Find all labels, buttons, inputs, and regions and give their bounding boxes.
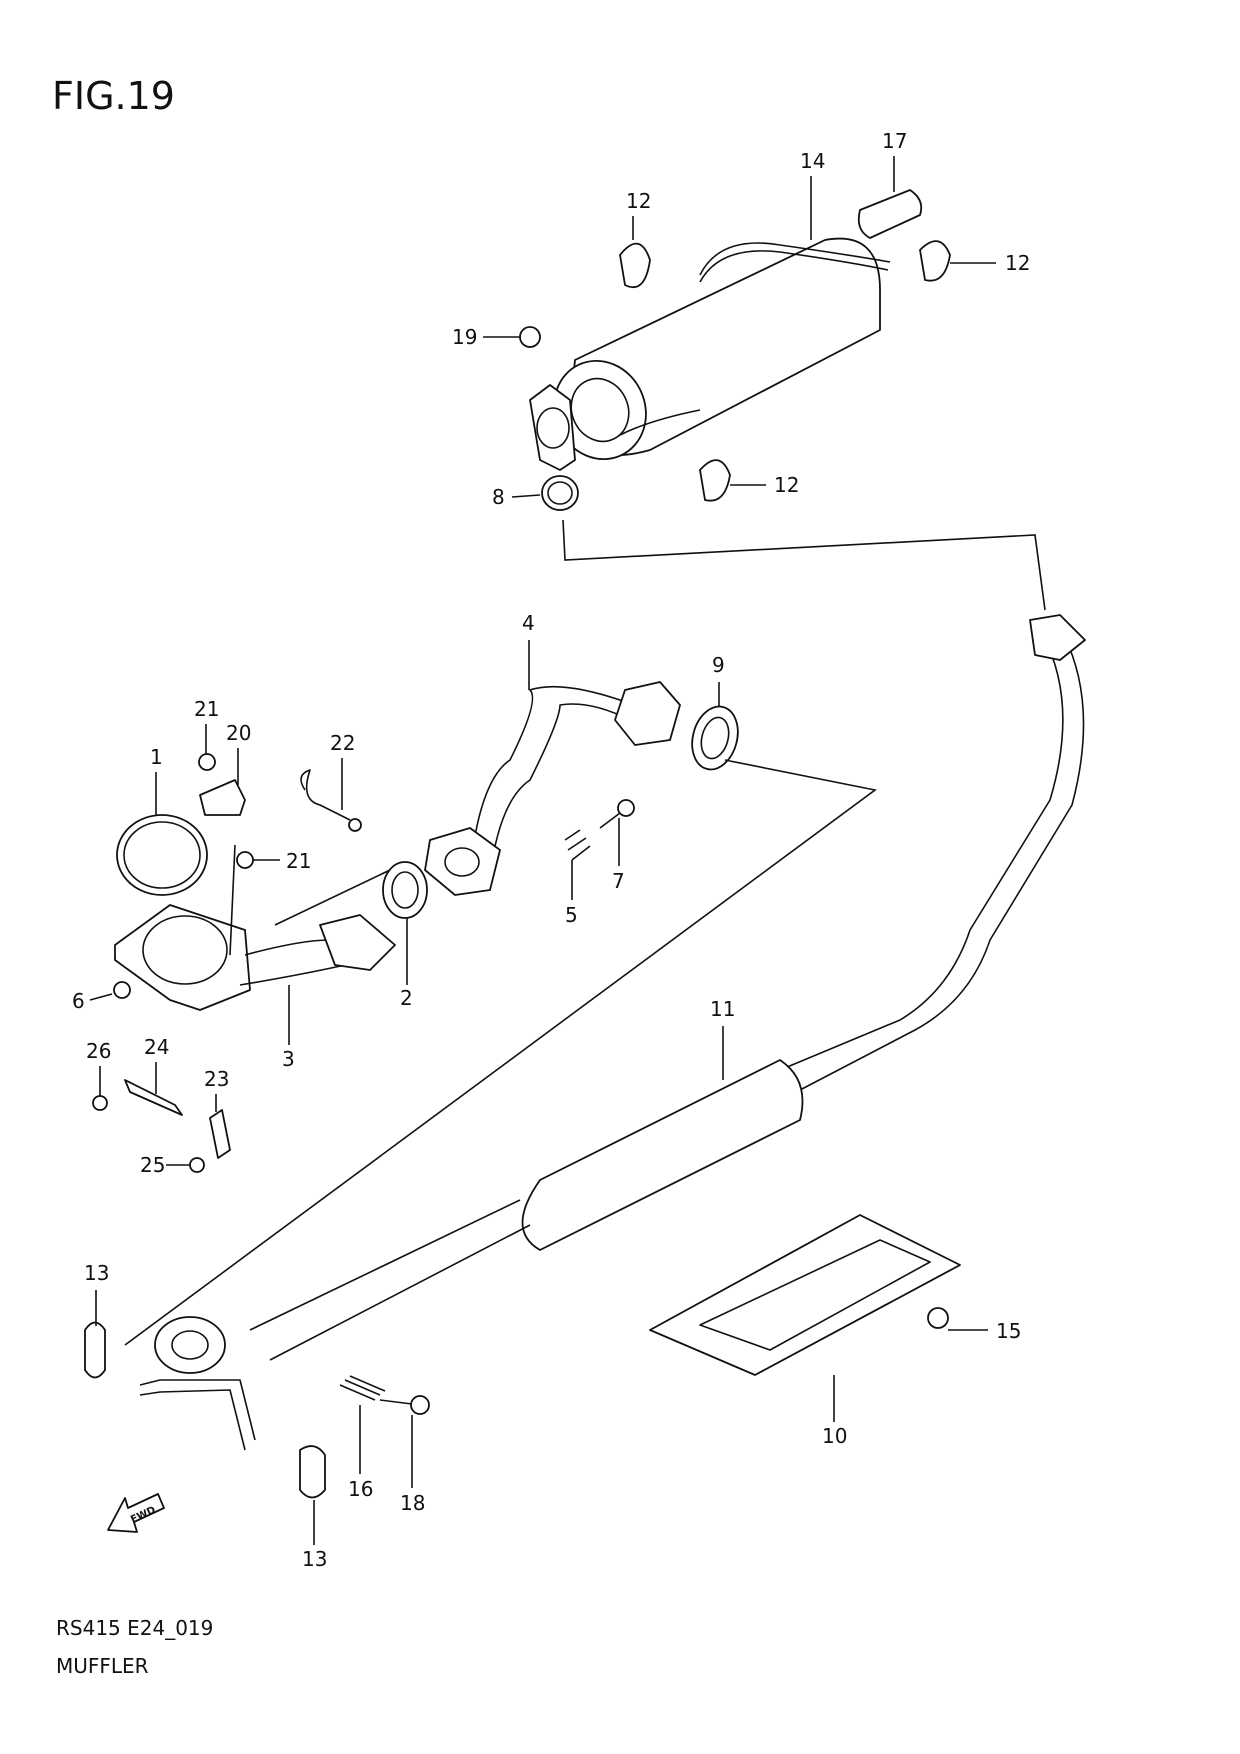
figure-code: RS415 E24_019 <box>56 1616 214 1640</box>
callout-label: 22 <box>330 731 355 755</box>
callout-12a: 12 <box>626 189 651 240</box>
callout-8: 8 <box>492 485 541 509</box>
callout-label: 21 <box>286 849 311 873</box>
callout-label: 13 <box>84 1261 109 1285</box>
callout-label: 1 <box>150 745 163 769</box>
bolt-6 <box>113 981 131 999</box>
mounting-rubber-13b <box>299 1445 326 1499</box>
callout-21a: 21 <box>194 697 219 754</box>
callout-label: 2 <box>400 986 413 1010</box>
callout-16: 16 <box>348 1405 373 1501</box>
gasket-2 <box>382 861 428 919</box>
mounting-rubber-13a <box>84 1321 106 1379</box>
callout-label: 3 <box>282 1047 295 1071</box>
callout-23: 23 <box>204 1067 229 1112</box>
center-pipe-part <box>249 614 1086 1361</box>
callout-20: 20 <box>226 721 251 785</box>
callout-label: 4 <box>522 611 535 635</box>
front-pipe-4 <box>424 681 681 896</box>
bracket-20 <box>199 779 246 816</box>
callout-25: 25 <box>140 1153 190 1177</box>
callout-1: 1 <box>150 745 163 815</box>
callout-label: 16 <box>348 1477 373 1501</box>
callout-label: 26 <box>86 1039 111 1063</box>
flange-gasket-part <box>529 384 576 471</box>
exhaust-pipe-3 <box>114 904 396 1011</box>
callout-label: 7 <box>612 869 625 893</box>
callout-label: 12 <box>774 473 799 497</box>
figure-title: FIG.19 <box>52 74 175 118</box>
leader-lines <box>124 519 1046 1346</box>
callout-label: 14 <box>800 149 825 173</box>
heat-shield-10 <box>649 1214 961 1376</box>
spring-16 <box>339 1375 386 1401</box>
callout-label: 6 <box>72 989 85 1013</box>
bolt-21a <box>198 753 216 771</box>
callout-5: 5 <box>565 860 578 927</box>
callout-17: 17 <box>882 129 907 192</box>
callout-label: 13 <box>302 1547 327 1571</box>
gasket-9 <box>691 705 739 771</box>
callout-label: 21 <box>194 697 219 721</box>
bracket-23 <box>209 1109 231 1159</box>
callout-21b: 21 <box>253 849 311 873</box>
callout-24: 24 <box>144 1035 169 1094</box>
callout-18: 18 <box>400 1415 425 1515</box>
callout-label: 9 <box>712 653 725 677</box>
gasket-8 <box>541 475 579 511</box>
mounting-rubber-12a <box>619 242 651 289</box>
callout-6: 6 <box>72 989 113 1013</box>
oxygen-sensor-22 <box>300 769 362 832</box>
callout-9: 9 <box>712 653 725 706</box>
callout-4: 4 <box>522 611 535 690</box>
callout-19: 19 <box>452 325 520 349</box>
callout-label: 20 <box>226 721 251 745</box>
front-flange-13-area <box>139 1316 256 1451</box>
spring-5 <box>564 829 591 861</box>
callout-label: 10 <box>822 1424 847 1448</box>
callout-12c: 12 <box>730 473 799 497</box>
fwd-arrow-icon: FWD <box>107 1493 165 1533</box>
callout-label: 17 <box>882 129 907 153</box>
callout-label: 12 <box>1005 251 1030 275</box>
bolt-7 <box>599 799 635 829</box>
callout-10: 10 <box>822 1375 847 1448</box>
callout-15: 15 <box>948 1319 1021 1343</box>
callout-label: 23 <box>204 1067 229 1091</box>
callout-2: 2 <box>400 918 413 1010</box>
callout-12b: 12 <box>950 251 1030 275</box>
tail-pipe-cover-17 <box>857 189 923 239</box>
callout-label: 12 <box>626 189 651 213</box>
mounting-rubber-12b <box>919 240 951 282</box>
bolt-25 <box>189 1157 205 1173</box>
callout-26: 26 <box>86 1039 111 1096</box>
mounting-rubber-12c <box>699 459 731 502</box>
callout-7: 7 <box>612 818 625 893</box>
callout-13a: 13 <box>84 1261 109 1326</box>
nut-15 <box>927 1307 949 1329</box>
callout-label: 8 <box>492 485 505 509</box>
gasket-1 <box>116 814 208 896</box>
bolt-26 <box>92 1095 108 1111</box>
callout-label: 24 <box>144 1035 169 1059</box>
callout-22: 22 <box>330 731 355 810</box>
bolt-21b <box>236 851 254 869</box>
callout-label: 11 <box>710 997 735 1021</box>
callout-13b: 13 <box>302 1500 327 1571</box>
bolt-18 <box>379 1395 430 1415</box>
callout-11: 11 <box>710 997 735 1080</box>
figure-name: MUFFLER <box>56 1654 149 1678</box>
stay-24 <box>124 1079 183 1116</box>
callout-14: 14 <box>800 149 825 240</box>
nut-19 <box>519 326 541 348</box>
rear-muffler-part <box>553 237 891 461</box>
callout-label: 25 <box>140 1153 165 1177</box>
callout-label: 5 <box>565 903 578 927</box>
callout-label: 18 <box>400 1491 425 1515</box>
callout-label: 19 <box>452 325 477 349</box>
callout-3: 3 <box>282 985 295 1071</box>
callout-label: 15 <box>996 1319 1021 1343</box>
